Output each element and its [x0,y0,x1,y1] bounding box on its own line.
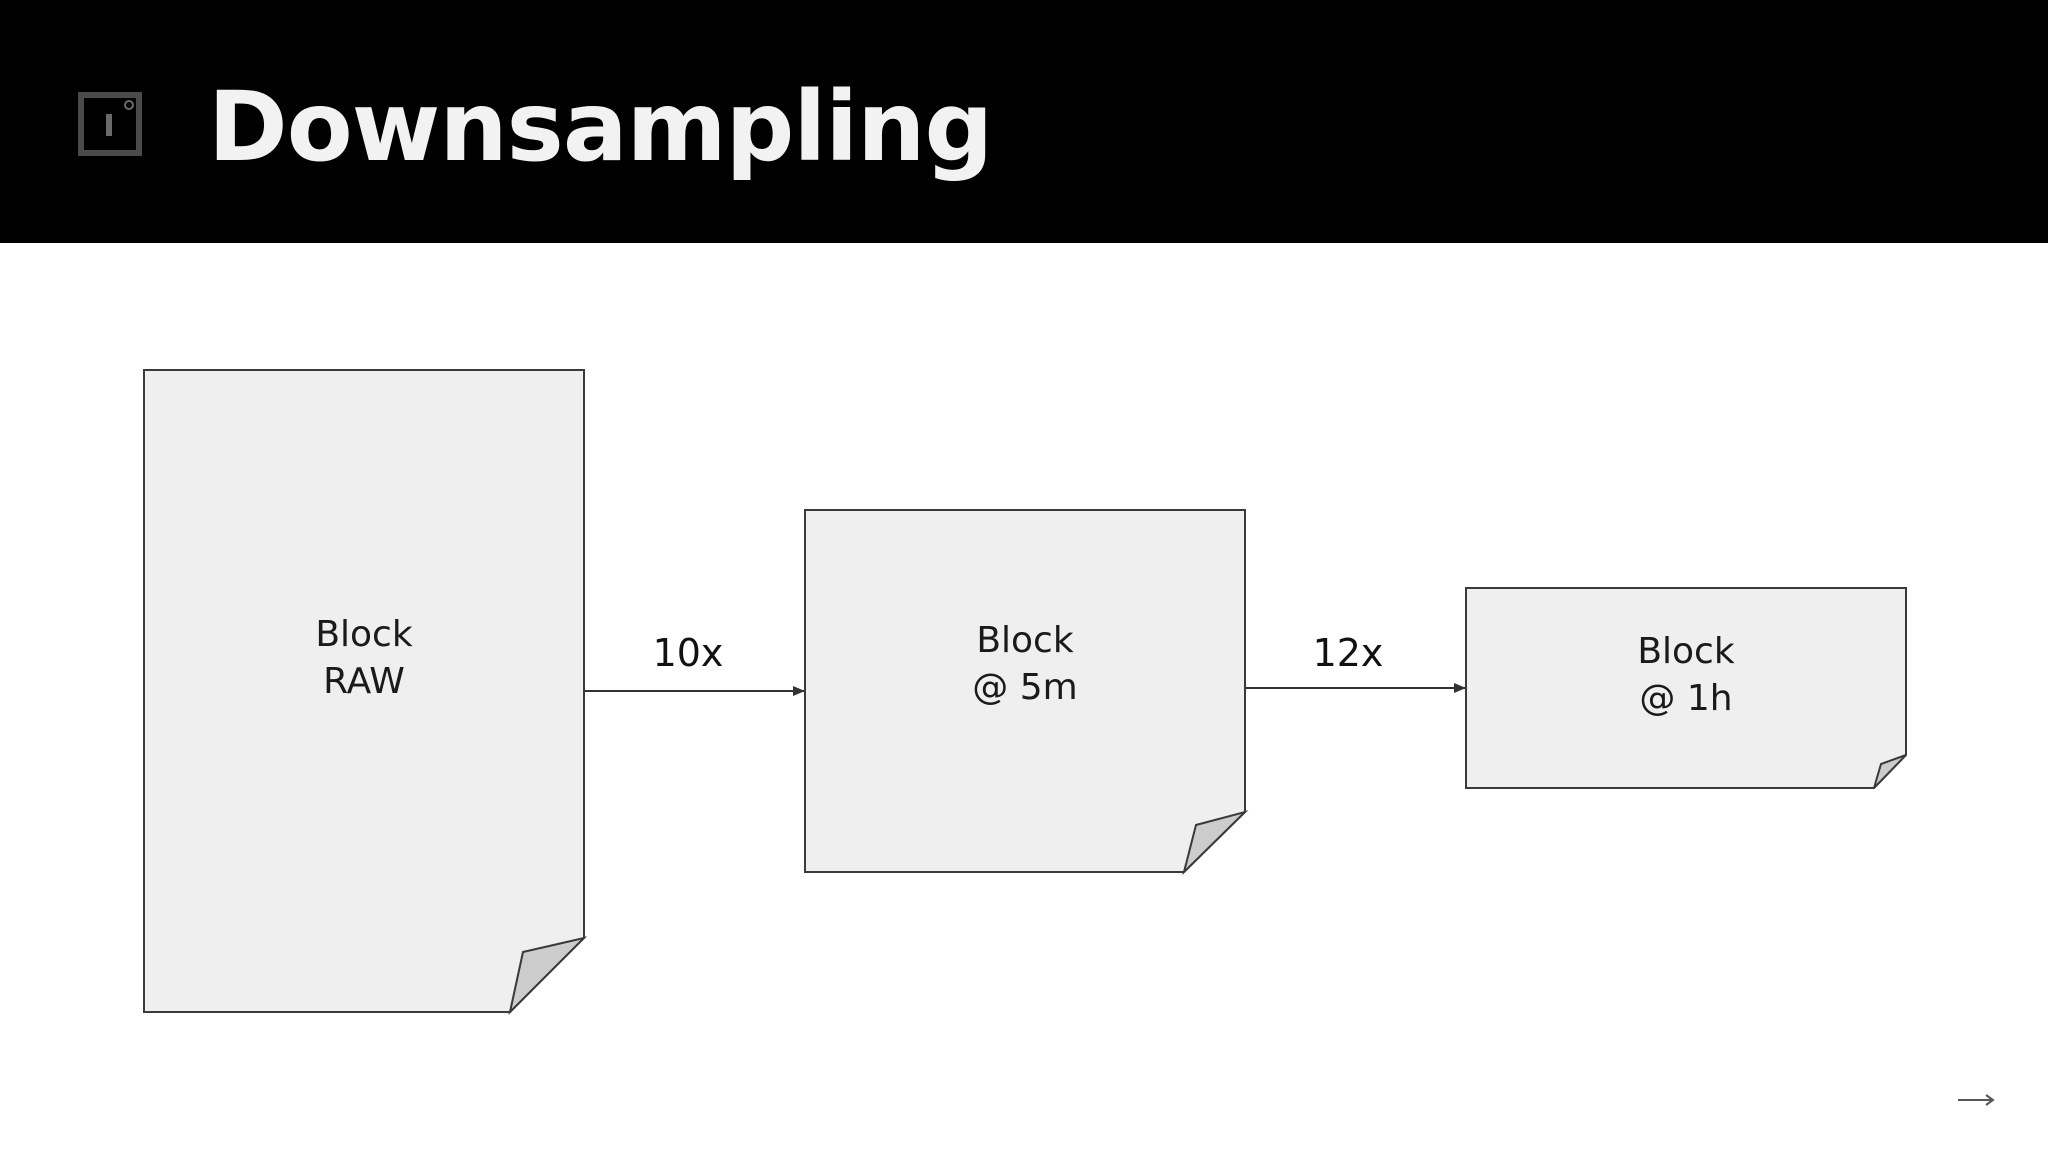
node-block-1h-fold [1873,754,1907,789]
node-block-5m: Block @ 5m [804,509,1249,876]
edge-5m-to-1h-label: 12x [1313,631,1384,675]
node-block-1h-line2: @ 1h [1639,678,1732,719]
edge-raw-to-5m-label: 10x [653,631,724,675]
node-block-5m-line2: @ 5m [972,667,1077,708]
node-block-raw: Block RAW [143,369,588,1016]
arrow-right-icon[interactable] [1956,1082,1996,1118]
node-block-raw-line1: Block [315,614,413,655]
edge-5m-to-1h: 12x [1246,631,1466,693]
header-bar: Downsampling [0,0,2048,243]
node-block-raw-fold [508,936,588,1016]
node-block-raw-line2: RAW [323,661,405,702]
node-block-1h-line1: Block [1637,631,1735,672]
page-title: Downsampling [208,71,993,183]
node-block-1h: Block @ 1h [1465,587,1907,789]
bracket-logo-icon [78,92,142,156]
node-block-5m-fold [1182,810,1249,876]
edge-raw-to-5m: 10x [585,631,805,696]
node-block-5m-line1: Block [976,620,1074,661]
